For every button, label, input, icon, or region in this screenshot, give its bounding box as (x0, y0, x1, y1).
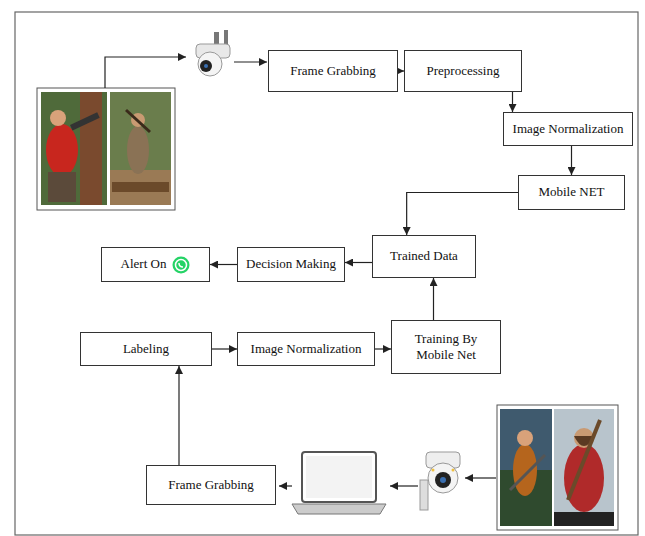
box-label: Alert On (121, 256, 167, 272)
process-box: Training By Mobile Net (391, 320, 501, 374)
box-label: Mobile NET (538, 184, 604, 200)
process-box: Trained Data (372, 235, 476, 278)
process-box: Frame Grabbing (268, 50, 398, 92)
camera-icon (420, 452, 460, 510)
flow-arrow (178, 366, 179, 465)
feed-line (279, 485, 292, 486)
flow-arrow (210, 264, 237, 265)
flow-arrow (345, 262, 372, 263)
process-box: Alert On (101, 247, 210, 282)
feed-line (390, 485, 418, 486)
feed-line (465, 477, 496, 478)
photo-panel-top (37, 88, 175, 210)
whatsapp-icon (172, 256, 190, 274)
process-box: Image Normalization (503, 112, 633, 146)
box-label: Trained Data (390, 248, 458, 264)
flow-arrow (407, 193, 518, 236)
box-label: Decision Making (246, 256, 336, 272)
feed-line (105, 57, 186, 88)
box-label: Image Normalization (251, 341, 362, 357)
box-label: Training By Mobile Net (398, 331, 494, 364)
outer-frame (15, 12, 638, 535)
box-label: Frame Grabbing (168, 477, 254, 493)
feed-line (234, 61, 267, 62)
flow-arrow (512, 92, 513, 112)
process-box: Labeling (80, 332, 212, 366)
process-box: Decision Making (237, 247, 345, 282)
process-box: Preprocessing (404, 50, 522, 92)
camera-icon (196, 30, 230, 76)
flow-arrow (375, 348, 391, 349)
laptop-icon (292, 452, 386, 514)
box-label: Image Normalization (513, 121, 624, 137)
box-label: Frame Grabbing (290, 63, 376, 79)
process-box: Mobile NET (518, 175, 625, 210)
flow-arrow (571, 146, 572, 175)
box-label: Labeling (123, 341, 169, 357)
flow-arrow (433, 278, 434, 320)
box-label: Preprocessing (427, 63, 500, 79)
process-box: Image Normalization (237, 332, 375, 366)
process-box: Frame Grabbing (146, 465, 276, 505)
photo-panel-bottom (497, 405, 618, 530)
flow-arrow (212, 348, 237, 349)
